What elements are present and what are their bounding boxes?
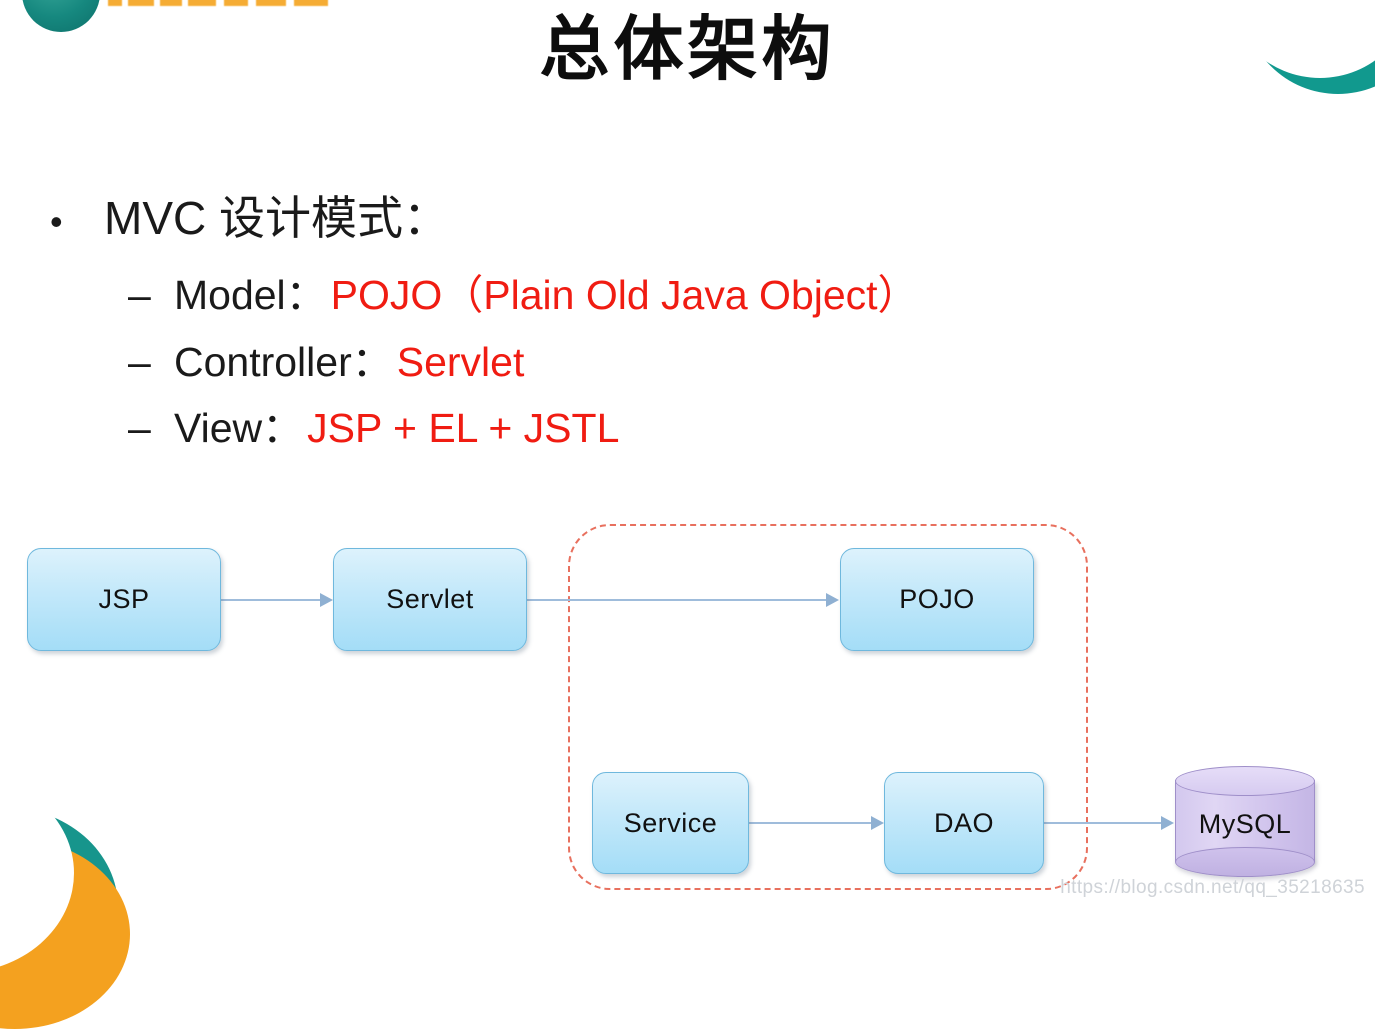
- arrow-head-icon: [826, 593, 839, 607]
- edge-jsp-to-servlet: [221, 599, 321, 602]
- diagram-node-servlet[interactable]: Servlet: [333, 548, 527, 651]
- diagram-node-mysql[interactable]: MySQL: [1175, 766, 1315, 877]
- bullet-level2-label: Model：: [174, 272, 327, 319]
- bullet-level2-view: – View： JSP + EL + JSTL: [0, 395, 1375, 461]
- page-title: 总体架构: [539, 8, 836, 90]
- bullet-level1-text: MVC 设计模式：: [104, 192, 449, 244]
- dash-marker-icon: –: [128, 404, 151, 451]
- bullet-level2-label: View：: [174, 404, 304, 451]
- bullet-level2-value: Servlet: [396, 338, 525, 385]
- bullet-level2-controller: – Controller： Servlet: [0, 329, 1375, 395]
- architecture-diagram: JSP Servlet POJO Service DAO MySQL: [27, 524, 1315, 890]
- diagram-node-dao[interactable]: DAO: [884, 772, 1044, 874]
- bullet-level2-value: JSP + EL + JSTL: [307, 404, 620, 451]
- arrow-head-icon: [320, 593, 333, 607]
- bullet-level1: • MVC 设计模式：: [0, 190, 1375, 246]
- bullet-marker-icon: •: [50, 201, 63, 242]
- arrow-head-icon: [1161, 816, 1174, 830]
- dash-marker-icon: –: [128, 338, 151, 385]
- cylinder-top: [1175, 766, 1315, 796]
- edge-dao-to-mysql: [1044, 822, 1162, 825]
- diagram-node-jsp[interactable]: JSP: [27, 548, 221, 651]
- diagram-node-pojo[interactable]: POJO: [840, 548, 1034, 651]
- bullet-level2-value: POJO（Plain Old Java Object）: [330, 272, 919, 319]
- bullet-level2-label: Controller：: [174, 338, 393, 385]
- diagram-group-boundary: [568, 524, 1088, 890]
- edge-servlet-to-pojo: [527, 599, 827, 602]
- arrow-head-icon: [871, 816, 884, 830]
- diagram-node-service[interactable]: Service: [592, 772, 749, 874]
- diagram-node-mysql-label: MySQL: [1198, 808, 1292, 839]
- watermark: https://blog.csdn.net/qq_35218635: [1060, 877, 1365, 898]
- edge-service-to-dao: [749, 822, 872, 825]
- cylinder-bottom: [1175, 847, 1315, 877]
- bullet-level2-model: – Model： POJO（Plain Old Java Object）: [0, 262, 1375, 328]
- dash-marker-icon: –: [128, 272, 151, 319]
- bullet-list: • MVC 设计模式： – Model： POJO（Plain Old Java…: [0, 190, 1375, 461]
